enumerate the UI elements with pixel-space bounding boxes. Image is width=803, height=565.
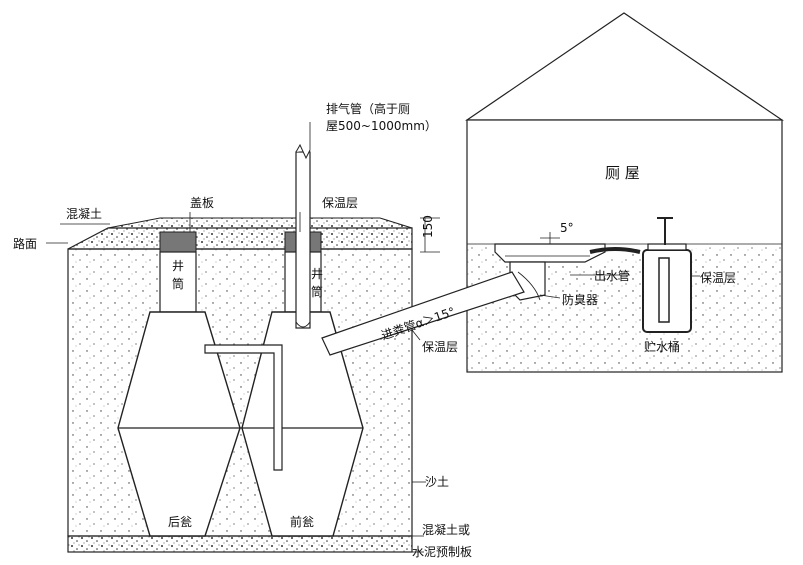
toilet-house-label: 厕 屋 [605,164,640,182]
concrete-label: 混凝土 [66,206,102,221]
base-label-1: 混凝土或 [422,522,470,537]
storage-bucket-label: 贮水桶 [644,339,680,354]
anti-odor-label: 防臭器 [562,292,598,307]
dim-150-label: 150 [421,215,435,238]
concrete-mound [67,217,413,250]
insulation-right-label: 保温层 [700,271,736,285]
sandy-soil-label: 沙土 [425,475,449,489]
rear-urn-label: 后瓮 [168,515,192,529]
shaft-left-label-2: 筒 [172,276,184,291]
angle-mark [540,232,560,244]
base-label-2: 水泥预制板 [412,545,472,559]
front-urn-label: 前瓮 [290,514,314,529]
shaft-left [159,251,197,313]
storage-bucket [642,217,692,333]
vent-pipe [295,143,311,329]
insulation-pipe-label: 保温层 [422,340,458,354]
road-surface-label: 路面 [13,236,37,251]
leader-lines [46,122,700,553]
shaft-right-label-1: 井 [311,267,323,281]
cover-plate-label: 盖板 [190,196,214,210]
transfer-pipe [204,344,283,471]
squat-pan [494,243,606,263]
outlet-pipe-label: 出水管 [594,268,630,283]
base-slab [67,535,413,553]
angle-5-label: 5° [560,221,574,235]
insulation-top-label: 保温层 [322,196,358,210]
soil-box [67,248,413,537]
dimension-150 [420,217,440,253]
cover-plate-left [159,231,197,253]
shaft-right-label-2: 筒 [311,284,323,299]
outlet-pipe [589,247,641,254]
shaft-left-label-1: 井 [172,259,184,273]
vent-pipe-label-2: 屋500~1000mm） [326,119,437,133]
toilet-house [465,12,784,373]
inlet-pipe [321,271,525,356]
vent-pipe-label-1: 排气管（高于厕 [326,101,410,116]
